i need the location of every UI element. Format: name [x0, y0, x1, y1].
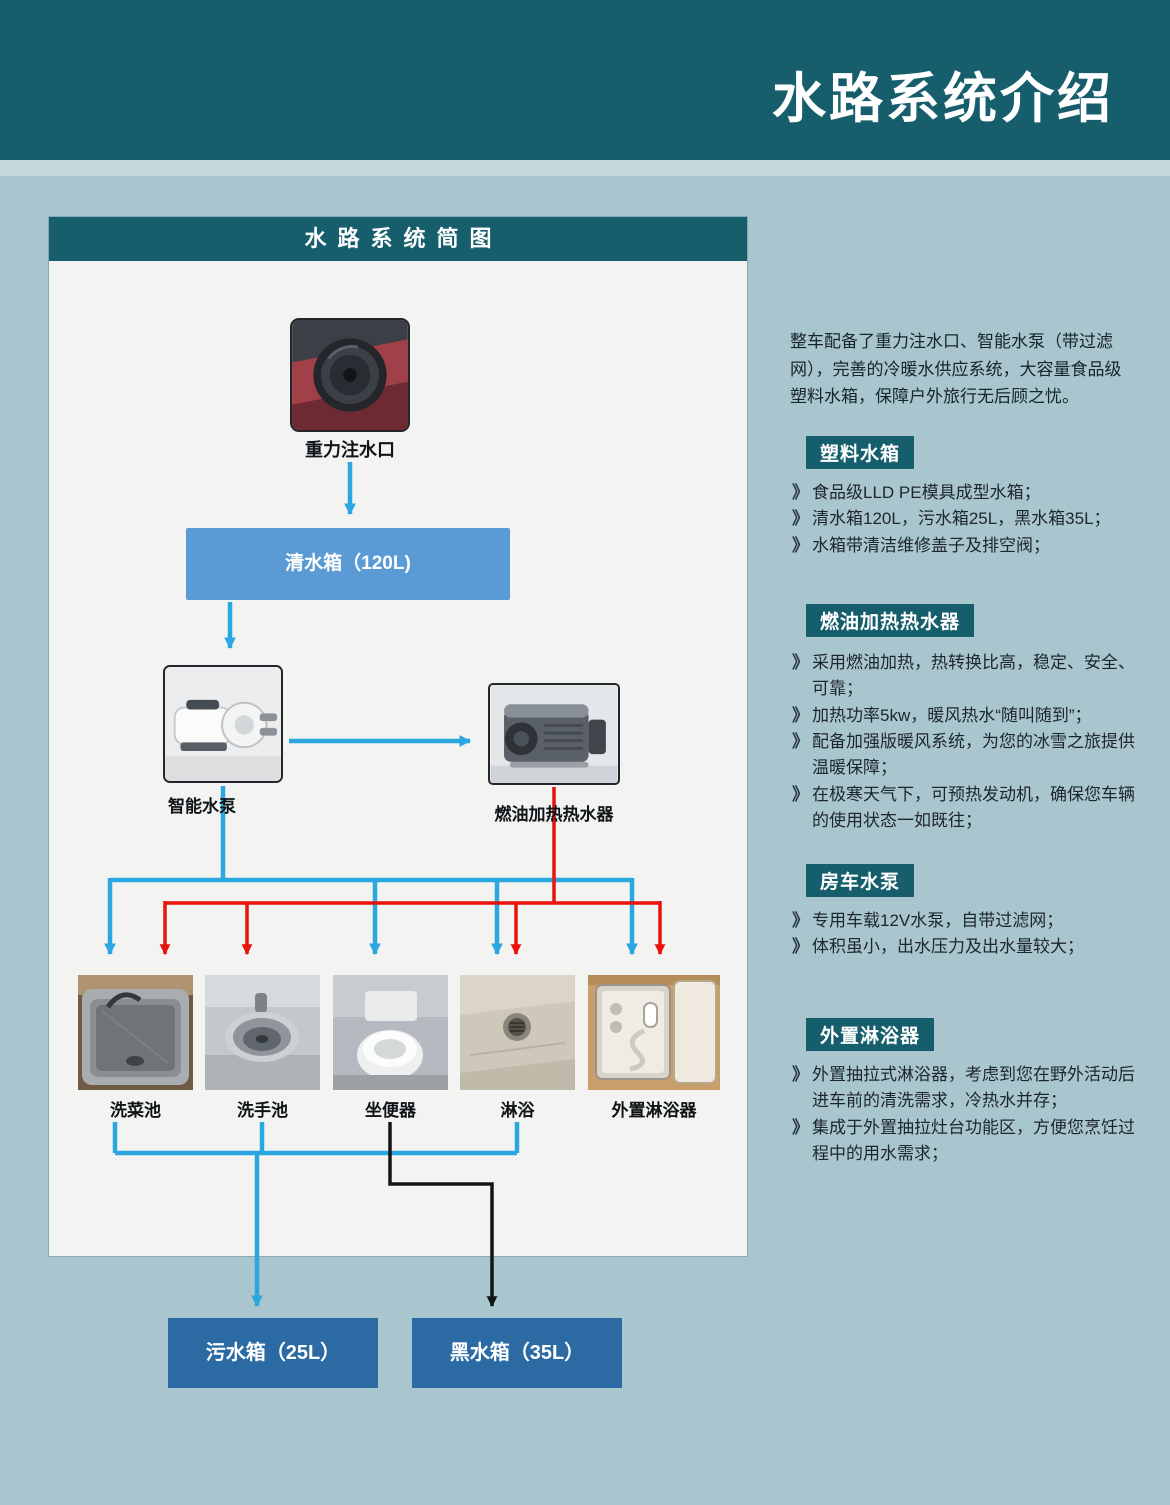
bullet-text: 集成于外置抽拉灶台功能区，方便您烹饪过程中的用水需求；: [812, 1117, 1135, 1164]
wash-basin-label: 洗手池: [237, 1101, 288, 1120]
kitchen-sink-photo: [78, 975, 193, 1090]
heater-photo: [488, 683, 620, 785]
bullet-text: 外置抽拉式淋浴器，考虑到您在野外活动后进车前的清洗需求，冷热水并存；: [812, 1065, 1135, 1111]
bullet-text: 食品级LLD PE模具成型水箱；: [812, 483, 1041, 502]
list-item: 》在极寒天气下，可预热发动机，确保您车辆的使用状态一如既往；: [792, 782, 1142, 835]
bullet-text: 加热功率5kw，暖风热水“随叫随到”；: [812, 705, 1092, 725]
bullet-marker: 》: [792, 937, 809, 957]
inlet-label: 重力注水口: [305, 440, 395, 460]
header-band: [0, 0, 1170, 160]
section-title-pump: 房车水泵: [806, 864, 915, 897]
section-list-ext-shower: 》外置抽拉式淋浴器，考虑到您在野外活动后进车前的清洗需求，冷热水并存； 》集成于…: [792, 1062, 1142, 1167]
section-list-heater: 》采用燃油加热，热转换比高，稳定、安全、可靠； 》加热功率5kw，暖风热水“随叫…: [792, 650, 1142, 834]
list-item: 》清水箱120L，污水箱25L，黑水箱35L；: [792, 506, 1142, 532]
section-list-plastic-tank: 》食品级LLD PE模具成型水箱； 》清水箱120L，污水箱25L，黑水箱35L…: [792, 480, 1142, 559]
gray-tank-node: 污水箱（25L）: [168, 1318, 378, 1388]
section-title-plastic-tank: 塑料水箱: [806, 436, 915, 469]
list-item: 》水箱带清洁维修盖子及排空阀；: [792, 533, 1142, 559]
bullet-marker: 》: [792, 653, 809, 672]
bullet-marker: 》: [792, 784, 809, 804]
bullet-text: 采用燃油加热，热转换比高，稳定、安全、可靠；: [812, 653, 1135, 699]
page-title: 水路系统介绍: [772, 69, 1114, 129]
pump-label: 智能水泵: [168, 797, 236, 816]
section-title-ext-shower: 外置淋浴器: [806, 1018, 935, 1051]
bullet-text: 专用车载12V水泵，自带过滤网；: [812, 911, 1064, 930]
external-shower-label: 外置淋浴器: [611, 1101, 697, 1120]
list-item: 》配备加强版暖风系统，为您的冰雪之旅提供温暖保障；: [792, 729, 1142, 782]
bullet-marker: 》: [792, 535, 809, 555]
bullet-marker: 》: [792, 732, 809, 752]
toilet-photo: [333, 975, 448, 1090]
list-item: 》食品级LLD PE模具成型水箱；: [792, 480, 1142, 506]
list-item: 》体积虽小，出水压力及出水量较大；: [792, 934, 1142, 960]
external-shower-photo: [588, 975, 720, 1090]
bullet-marker: 》: [792, 1065, 809, 1084]
list-item: 》采用燃油加热，热转换比高，稳定、安全、可靠；: [792, 650, 1142, 703]
list-item: 》集成于外置抽拉灶台功能区，方便您烹饪过程中的用水需求；: [792, 1115, 1142, 1168]
bullet-text: 在极寒天气下，可预热发动机，确保您车辆的使用状态一如既往；: [812, 784, 1135, 831]
bullet-text: 清水箱120L，污水箱25L，黑水箱35L；: [812, 509, 1111, 529]
bullet-text: 水箱带清洁维修盖子及排空阀；: [812, 535, 1050, 555]
toilet-label: 坐便器: [365, 1101, 416, 1120]
wash-basin-photo: [205, 975, 320, 1090]
bullet-marker: 》: [792, 1117, 809, 1137]
bullet-marker: 》: [792, 483, 809, 502]
list-item: 》外置抽拉式淋浴器，考虑到您在野外活动后进车前的清洗需求，冷热水并存；: [792, 1062, 1142, 1115]
bullet-marker: 》: [792, 911, 809, 930]
intro-paragraph: 整车配备了重力注水口、智能水泵（带过滤网），完善的冷暖水供应系统，大容量食品级塑…: [790, 332, 1122, 407]
list-item: 》加热功率5kw，暖风热水“随叫随到”；: [792, 703, 1142, 729]
bullet-marker: 》: [792, 705, 809, 725]
heater-label: 燃油加热热水器: [494, 805, 614, 824]
shower-photo: [460, 975, 575, 1090]
diagram-panel-title: 水路系统简图: [49, 217, 747, 261]
fresh-tank-node: 清水箱（120L): [186, 528, 510, 600]
bullet-text: 配备加强版暖风系统，为您的冰雪之旅提供温暖保障；: [812, 732, 1135, 778]
list-item: 》专用车载12V水泵，自带过滤网；: [792, 908, 1142, 934]
gravity-inlet-photo: [290, 318, 410, 432]
header-band-divider: [0, 160, 1170, 176]
pump-photo: [163, 665, 283, 783]
black-tank-node: 黑水箱（35L）: [412, 1318, 622, 1388]
section-list-pump: 》专用车载12V水泵，自带过滤网； 》体积虽小，出水压力及出水量较大；: [792, 908, 1142, 961]
bullet-text: 体积虽小，出水压力及出水量较大；: [812, 937, 1084, 957]
bullet-marker: 》: [792, 509, 809, 529]
shower-label: 淋浴: [500, 1101, 535, 1120]
section-title-heater: 燃油加热热水器: [806, 604, 975, 637]
kitchen-sink-label: 洗菜池: [110, 1101, 161, 1120]
